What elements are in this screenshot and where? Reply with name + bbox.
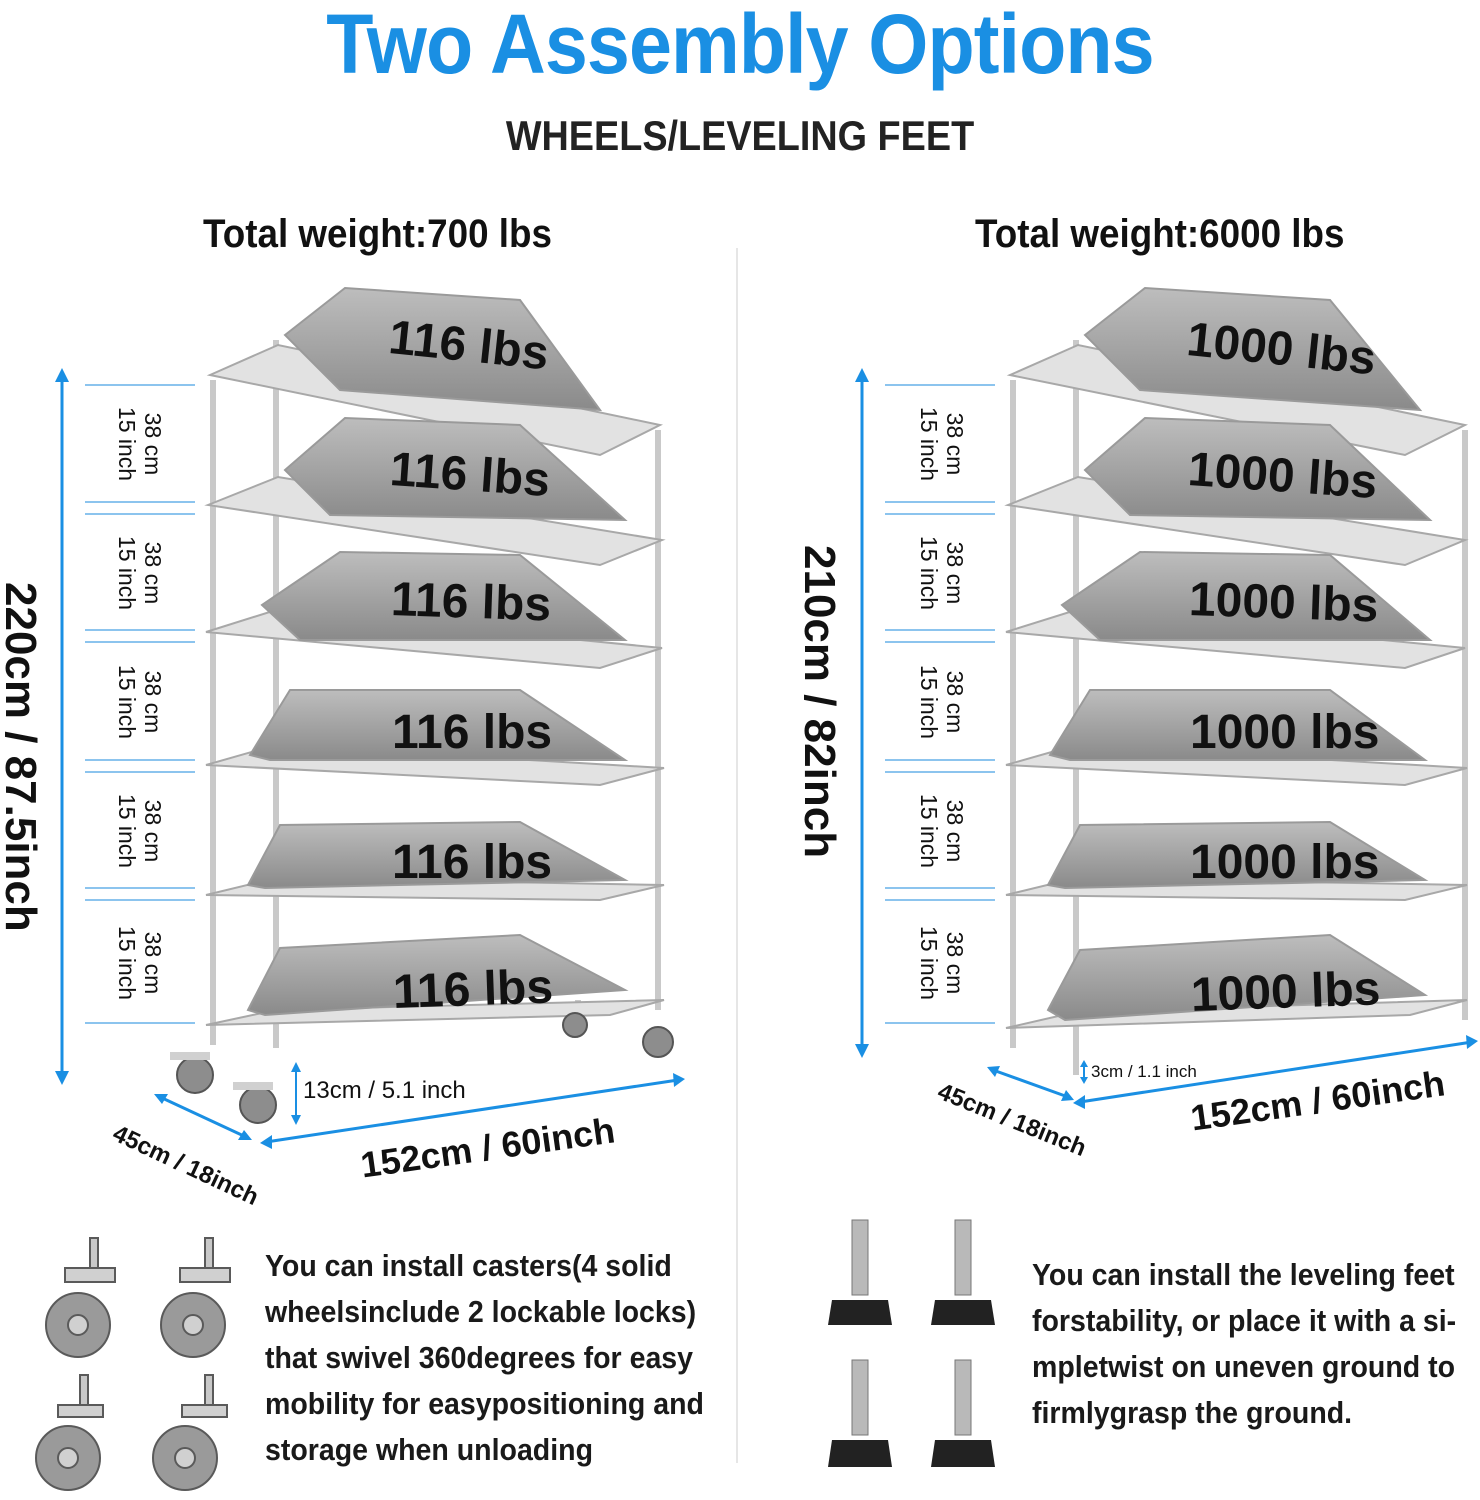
left-wheel-height-arrow (291, 1062, 301, 1125)
right-rack-illustration (855, 286, 1478, 1109)
left-height-label: 220cm / 87.5inch (0, 582, 45, 932)
segment-cm: 38 cm (942, 931, 968, 995)
segment-cm: 38 cm (140, 931, 166, 995)
right-foot-height-label: 3cm / 1.1 inch (1091, 1062, 1197, 1081)
right-segment-ticks (885, 384, 995, 1024)
left-shelf-load-2: 116 lbs (388, 442, 552, 508)
left-shelf-load-4: 116 lbs (392, 706, 553, 759)
left-width-arrow (260, 1073, 685, 1149)
right-shelf-load-3: 1000 lbs (1188, 572, 1380, 633)
segment-cm: 38 cm (140, 799, 166, 863)
caster-wheel-icon (35, 1237, 231, 1491)
left-shelf-load-6: 116 lbs (392, 960, 554, 1019)
right-rack-posts (1010, 340, 1468, 1075)
right-shelf-load-5: 1000 lbs (1190, 836, 1380, 889)
left-depth-arrow (154, 1094, 252, 1140)
left-rack-posts (210, 340, 661, 1048)
segment-cm: 38 cm (942, 412, 968, 476)
right-shelf-load-6: 1000 lbs (1190, 962, 1382, 1022)
segment-inch: 15 inch (114, 406, 140, 482)
left-shelf-load-5: 116 lbs (392, 836, 553, 889)
leveling-foot-icon (828, 1219, 995, 1467)
segment-inch: 15 inch (114, 925, 140, 1001)
segment-inch: 15 inch (916, 406, 942, 482)
right-width-arrow (1073, 1035, 1478, 1109)
segment-cm: 38 cm (942, 541, 968, 605)
segment-inch: 15 inch (916, 925, 942, 1001)
left-total-weight: Total weight:700 lbs (203, 212, 552, 256)
right-foot-height-arrow (1080, 1060, 1088, 1084)
left-description: You can install casters(4 solid wheelsin… (265, 1248, 704, 1467)
segment-inch: 15 inch (916, 664, 942, 740)
right-depth-arrow (987, 1066, 1074, 1101)
right-weight-boxes (1046, 286, 1433, 1022)
segment-cm: 38 cm (140, 412, 166, 476)
right-shelf-load-4: 1000 lbs (1190, 706, 1380, 759)
left-caster-wheels (170, 1012, 674, 1124)
left-height-arrow (55, 368, 69, 1085)
left-wheel-height-label: 13cm / 5.1 inch (303, 1077, 466, 1104)
segment-cm: 38 cm (140, 541, 166, 605)
segment-inch: 15 inch (916, 793, 942, 869)
segment-inch: 15 inch (114, 664, 140, 740)
right-height-label: 210cm / 82inch (795, 545, 844, 859)
segment-inch: 15 inch (114, 535, 140, 611)
page-subtitle: WHEELS/LEVELING FEET (505, 112, 975, 159)
segment-cm: 38 cm (942, 670, 968, 734)
segment-cm: 38 cm (942, 799, 968, 863)
right-height-arrow (855, 368, 869, 1058)
segment-inch: 15 inch (114, 793, 140, 869)
left-rack-illustration (55, 286, 685, 1149)
left-shelf-load-3: 116 lbs (390, 572, 552, 632)
left-segment-ticks (85, 384, 195, 1024)
segment-inch: 15 inch (916, 535, 942, 611)
segment-cm: 38 cm (140, 670, 166, 734)
right-description: You can install the leveling feet forsta… (1032, 1257, 1457, 1430)
right-total-weight: Total weight:6000 lbs (975, 212, 1345, 256)
column-divider (736, 248, 738, 1463)
left-weight-boxes (246, 286, 629, 1017)
page-title: Two Assembly Options (326, 0, 1154, 91)
